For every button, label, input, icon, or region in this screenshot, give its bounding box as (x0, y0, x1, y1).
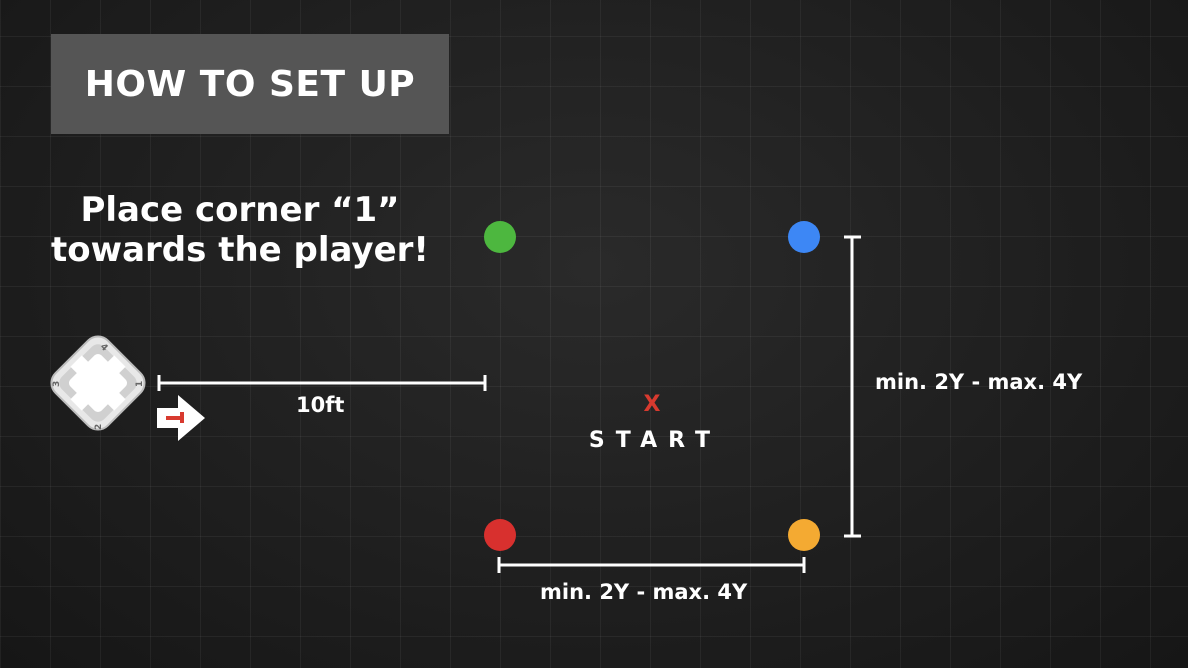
corner-label-1: 1 (135, 381, 145, 387)
instruction-line-1: Place corner “1” (80, 190, 400, 230)
instruction-line-2: towards the player! (51, 230, 429, 270)
cone-orange (788, 519, 820, 551)
title-banner: HOW TO SET UP (51, 34, 449, 134)
horizontal-measure-label: min. 2Y - max. 4Y (540, 580, 748, 604)
setup-instruction: Place corner “1” towards the player! (40, 190, 440, 270)
corner-label-2: 2 (94, 424, 104, 430)
direction-arrow-icon (157, 395, 205, 441)
cone-green (484, 221, 516, 253)
vertical-measure-label: min. 2Y - max. 4Y (875, 370, 1083, 394)
cone-blue (788, 221, 820, 253)
page-title: HOW TO SET UP (84, 63, 416, 105)
start-label: START (588, 428, 722, 453)
horizontal-measure-line (497, 557, 806, 573)
corner-label-3: 3 (52, 381, 62, 387)
start-marker: X (643, 392, 661, 417)
corner-label-4: 4 (98, 342, 110, 354)
vertical-measure-line (844, 235, 861, 538)
device-diamond (50, 335, 146, 431)
distance-label: 10ft (296, 393, 345, 417)
distance-line (157, 375, 487, 391)
cone-red (484, 519, 516, 551)
